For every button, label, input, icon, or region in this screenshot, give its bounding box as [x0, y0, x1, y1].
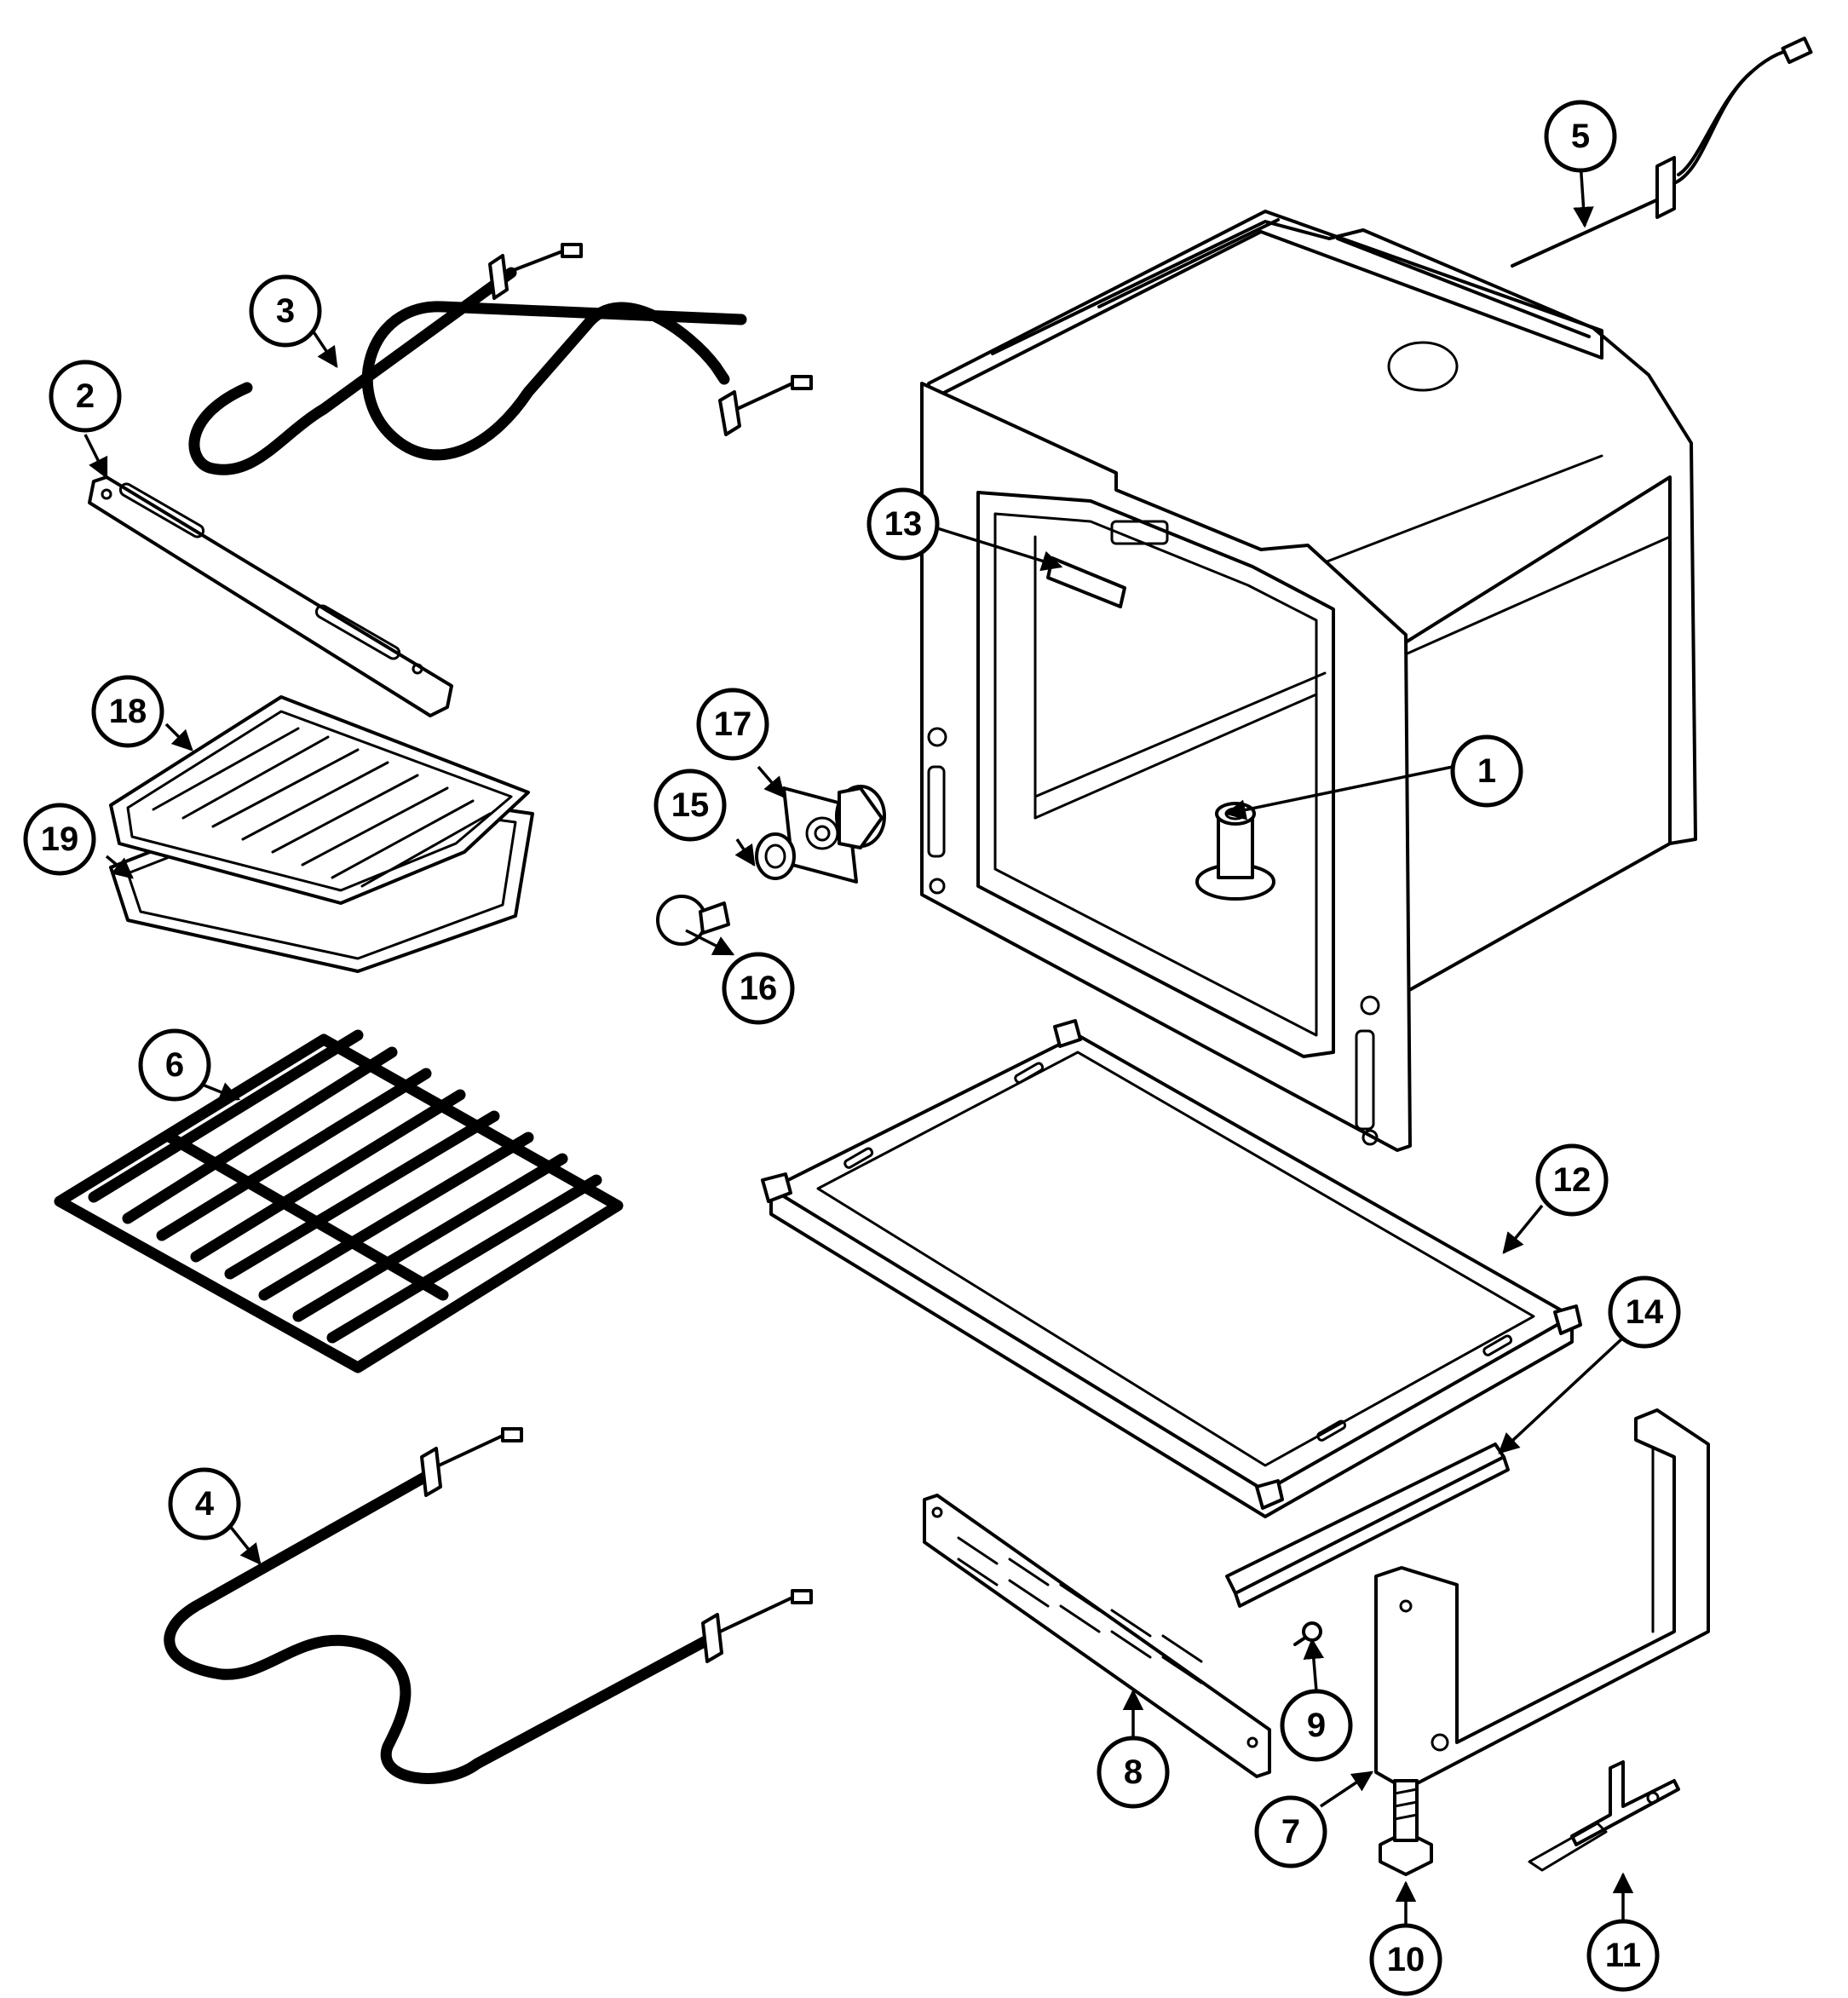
callout-label: 5: [1571, 118, 1590, 155]
callout-label: 7: [1281, 1813, 1300, 1851]
bracket-part: [1528, 1760, 1680, 1872]
callout-label: 13: [884, 505, 923, 543]
side-frame-part: [1374, 1408, 1710, 1791]
callout-label: 2: [76, 377, 95, 415]
bake-element-part: [164, 1427, 813, 1784]
callout-2: 2: [49, 360, 122, 433]
oven-rack-part: [54, 1029, 624, 1373]
callout-19: 19: [23, 803, 96, 876]
callout-label: 4: [195, 1485, 215, 1523]
callout-label: 17: [714, 705, 752, 743]
oven-cavity: [920, 210, 1697, 1152]
callout-3: 3: [249, 274, 322, 348]
screw-part: [1293, 1621, 1322, 1646]
callout-label: 10: [1387, 1941, 1425, 1978]
callout-18: 18: [91, 675, 164, 748]
callout-10: 10: [1369, 1923, 1442, 1996]
callout-5: 5: [1544, 100, 1617, 173]
vent-panel-part: [923, 1494, 1271, 1778]
callout-label: 19: [41, 821, 79, 858]
callout-7: 7: [1254, 1795, 1327, 1868]
bottom-tray-part: [761, 1019, 1582, 1518]
angle-strip-part: [1225, 1442, 1510, 1608]
callout-11: 11: [1586, 1919, 1660, 1992]
callout-label: 1: [1477, 752, 1496, 790]
callout-13: 13: [866, 487, 940, 561]
callout-label: 9: [1307, 1707, 1326, 1744]
callout-16: 16: [722, 952, 795, 1025]
leader-lines: [83, 161, 1634, 1926]
callout-label: 3: [276, 292, 295, 330]
callout-6: 6: [138, 1028, 211, 1102]
callout-label: 6: [165, 1046, 184, 1084]
broiler-pan-part: [109, 695, 534, 973]
oven-sensor-part: [1511, 36, 1813, 268]
callout-label: 14: [1626, 1293, 1664, 1331]
callout-9: 9: [1280, 1689, 1353, 1762]
callout-12: 12: [1535, 1143, 1609, 1217]
callout-8: 8: [1097, 1736, 1170, 1809]
callout-label: 8: [1124, 1753, 1143, 1791]
callout-1: 1: [1450, 734, 1523, 808]
callout-14: 14: [1608, 1275, 1681, 1349]
callout-label: 11: [1605, 1937, 1641, 1974]
callout-4: 4: [168, 1467, 241, 1540]
callout-label: 15: [671, 786, 710, 824]
lamp-assembly-part: [656, 785, 886, 946]
callout-15: 15: [653, 769, 727, 842]
callout-label: 16: [740, 970, 778, 1007]
callout-label: 12: [1553, 1161, 1592, 1199]
callout-label: 18: [109, 693, 147, 730]
callout-17: 17: [696, 688, 769, 761]
leveling-leg-part: [1379, 1779, 1433, 1876]
broil-element-part: [188, 243, 813, 475]
